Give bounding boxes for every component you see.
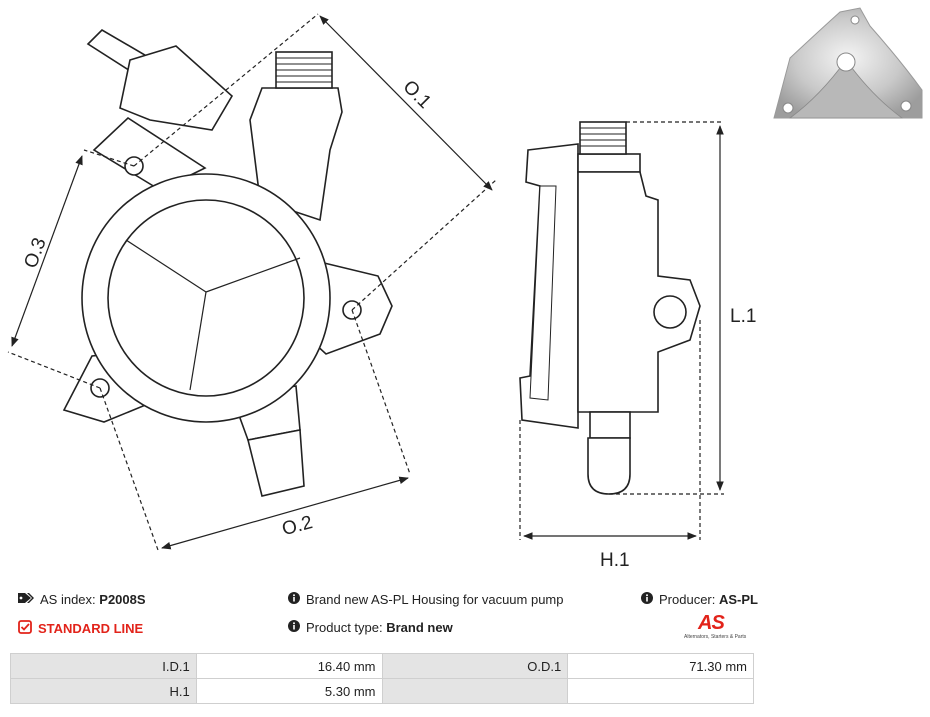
dimension-label-h1: H.1 (600, 550, 630, 571)
standard-line-label: STANDARD LINE (38, 621, 144, 636)
as-index: AS index: P2008S (18, 592, 146, 607)
info-icon (641, 592, 653, 607)
logo-tagline: Alternators, Starters & Parts (684, 634, 747, 640)
as-pl-logo: AS Alternators, Starters & Parts (672, 612, 758, 642)
info-icon (288, 592, 300, 607)
dimension-label-o1: O.1 (399, 76, 436, 113)
check-square-icon (18, 620, 32, 637)
logo-mark: AS (698, 612, 725, 634)
side-dimensions (519, 121, 724, 540)
product-photo (773, 7, 923, 119)
as-index-value: P2008S (99, 592, 146, 607)
info-icon (288, 620, 300, 635)
front-dimensions (7, 13, 497, 551)
spec-value: 16.40 mm (195, 653, 383, 679)
producer-label: Producer: (659, 592, 716, 607)
spec-label: O.D.1 (381, 653, 569, 679)
dimension-label-o3: O.3 (20, 235, 50, 271)
producer-value: AS-PL (719, 592, 758, 607)
spec-value (567, 678, 754, 704)
pump-front-view (62, 28, 393, 497)
spec-label (381, 678, 569, 704)
producer: Producer: AS-PL (641, 592, 758, 607)
tags-icon (18, 592, 34, 607)
table-row: H.1 5.30 mm (10, 678, 754, 704)
pump-side-view (519, 121, 701, 495)
specs-table: I.D.1 16.40 mm O.D.1 71.30 mm H.1 5.30 m… (10, 653, 754, 704)
product-type-value: Brand new (386, 620, 453, 635)
standard-line: STANDARD LINE (18, 620, 143, 637)
spec-label: H.1 (10, 678, 197, 704)
spec-label: I.D.1 (10, 653, 197, 679)
description-text: Brand new AS-PL Housing for vacuum pump (306, 592, 564, 607)
spec-value: 5.30 mm (195, 678, 383, 704)
dimension-label-l1: L.1 (730, 306, 756, 327)
table-row: I.D.1 16.40 mm O.D.1 71.30 mm (10, 653, 754, 679)
product-type: Product type: Brand new (288, 620, 453, 635)
spec-value: 71.30 mm (567, 653, 754, 679)
description: Brand new AS-PL Housing for vacuum pump (288, 592, 564, 607)
technical-drawing: O.1 O.2 O.3 L.1 H.1 (7, 7, 923, 571)
product-type-label: Product type: (306, 620, 383, 635)
dimension-label-o2: O.2 (280, 512, 315, 540)
as-index-label: AS index: (40, 592, 96, 607)
